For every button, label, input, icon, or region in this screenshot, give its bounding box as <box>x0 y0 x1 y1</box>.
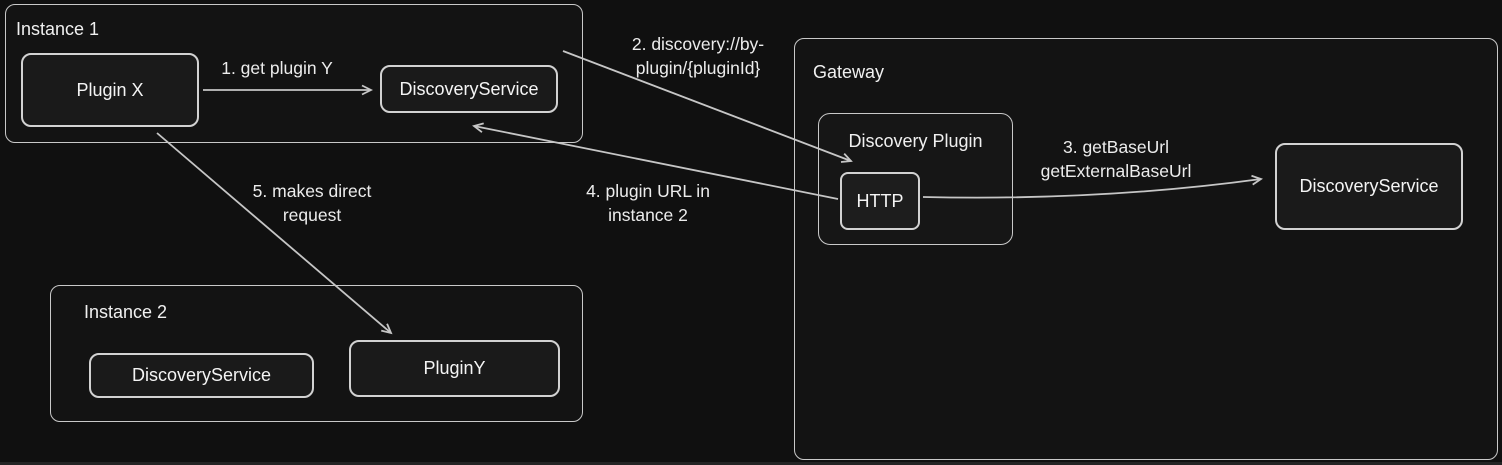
edge-2-label: 2. discovery://by- plugin/{pluginId} <box>631 34 765 78</box>
edge-5-label: 5. makes direct request <box>252 181 372 225</box>
edge-1-label: 1. get plugin Y <box>221 58 333 78</box>
node-discovery-service-instance1: DiscoveryService <box>380 65 558 113</box>
node-discovery-service-gateway: DiscoveryService <box>1275 143 1463 230</box>
edge-4-label: 4. plugin URL in instance 2 <box>586 181 710 225</box>
node-discovery-service-instance2: DiscoveryService <box>89 353 314 398</box>
instance-2-label: Instance 2 <box>84 302 168 322</box>
node-plugin-x: Plugin X <box>21 53 199 127</box>
instance-1-label: Instance 1 <box>16 19 100 39</box>
gateway-label: Gateway <box>813 62 885 82</box>
node-plugin-y: PluginY <box>349 340 560 397</box>
node-http: HTTP <box>840 172 920 230</box>
discovery-plugin-label: Discovery Plugin <box>848 131 983 151</box>
gateway-box: Gateway <box>794 38 1498 460</box>
bottom-edge <box>0 462 1502 465</box>
edge-3-label: 3. getBaseUrl getExternalBaseUrl <box>1040 137 1192 181</box>
